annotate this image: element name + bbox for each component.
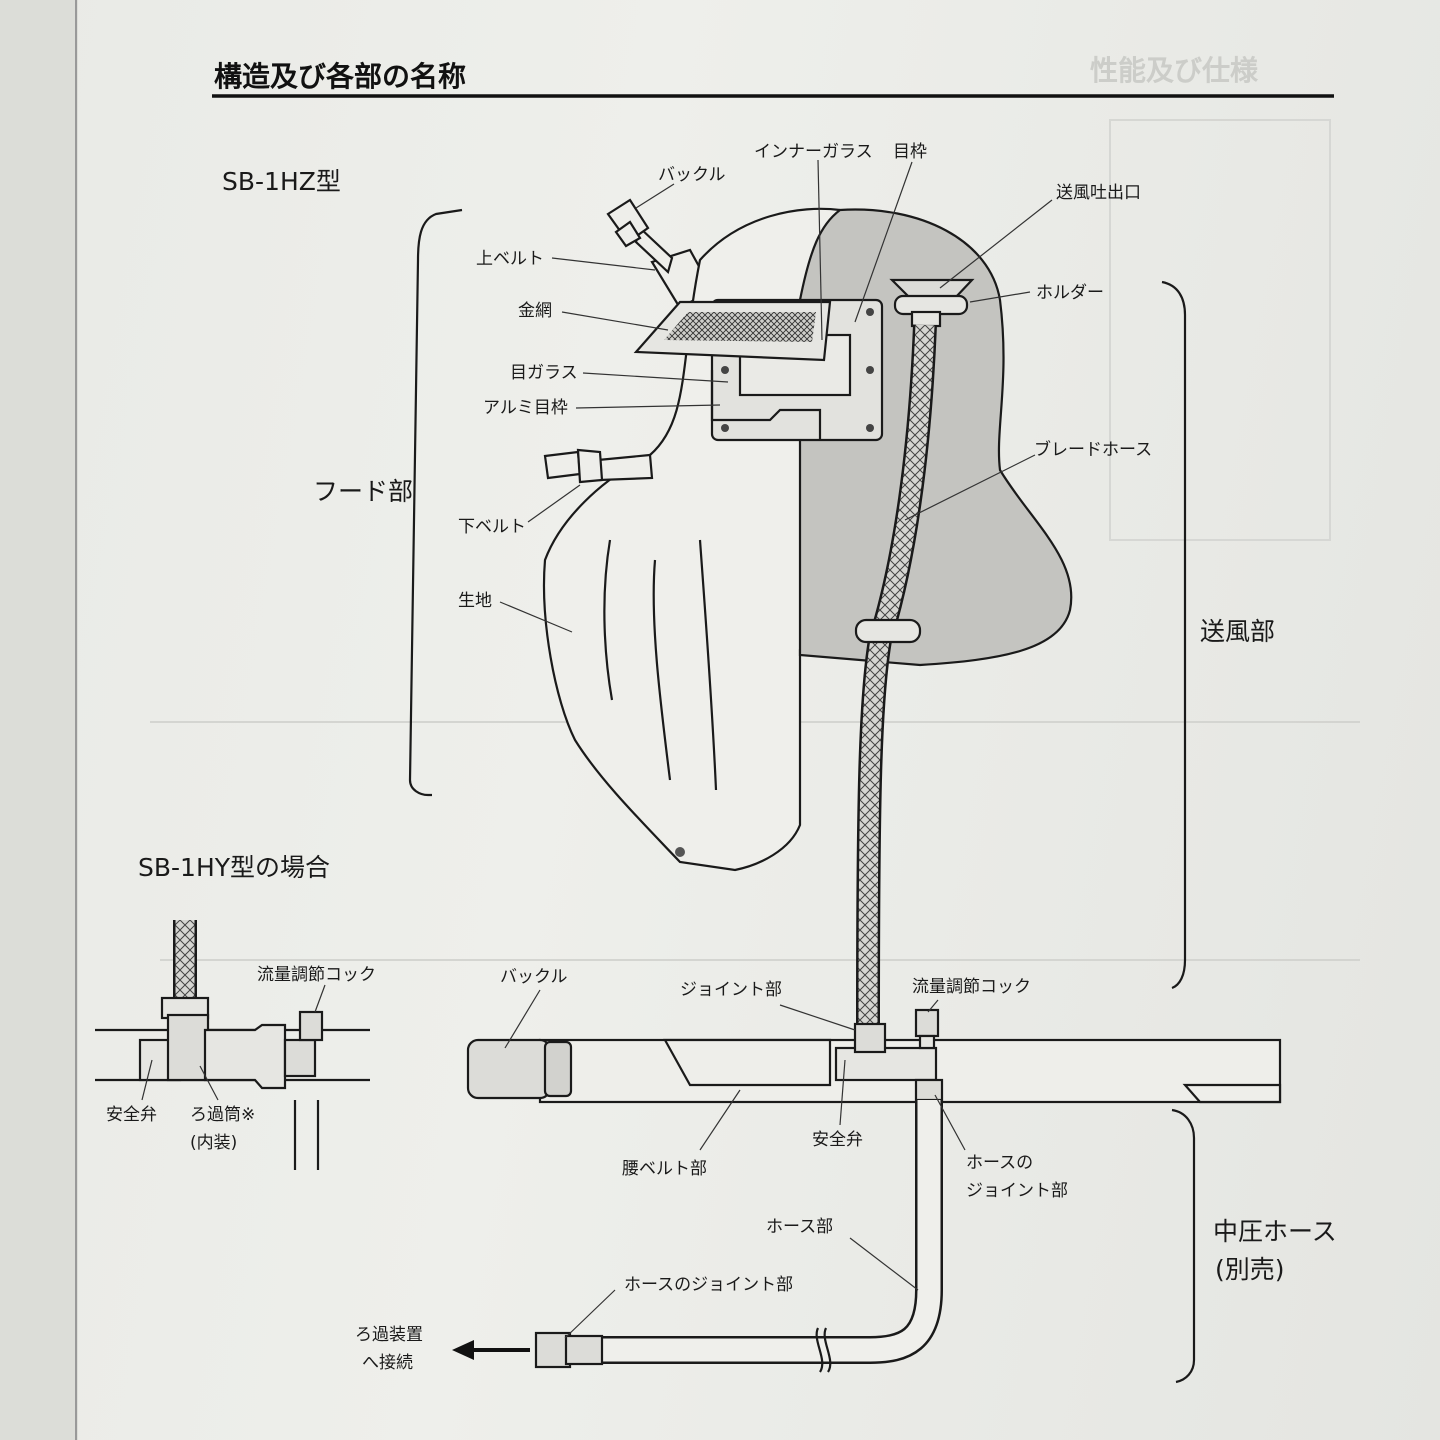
label-wire-mesh: 金網	[518, 301, 552, 321]
flow-cock-icon	[914, 1008, 940, 1038]
buckle-icon	[466, 1038, 552, 1100]
air-bracket	[1161, 280, 1187, 990]
label-buckle-bottom: バックル	[500, 967, 568, 987]
label-air-outlet: 送風吐出口	[1056, 183, 1141, 203]
label-air-supply-part: 送風部	[1200, 617, 1275, 646]
joint-fitting	[853, 1022, 887, 1054]
label-filter-connect-1: ろ過装置	[355, 1325, 423, 1345]
sub-model-title: SB-1HY型の場合	[138, 853, 330, 882]
ghost-heading: 性能及び仕様	[1090, 54, 1259, 87]
label-joint-part: ジョイント部	[680, 980, 782, 1000]
hood-bracket	[408, 208, 463, 797]
model-name: SB-1HZ型	[222, 167, 341, 196]
inset-label-built-in: (内装)	[190, 1133, 237, 1153]
label-eye-glass: 目ガラス	[510, 363, 578, 383]
label-filter-connect-2: へ接続	[362, 1353, 413, 1373]
label-braided-hose: ブレードホース	[1034, 439, 1152, 460]
hose-clip	[854, 618, 922, 644]
label-inner-glass: インナーガラス	[754, 142, 873, 162]
hood-illustration	[542, 198, 1073, 872]
label-mid-hose-2: (別売)	[1215, 1255, 1285, 1284]
label-hose-part: ホース部	[766, 1217, 833, 1237]
inset-label-safety-valve: 安全弁	[106, 1105, 157, 1125]
label-eye-frame: 目枠	[893, 142, 927, 162]
label-fabric: 生地	[458, 591, 492, 611]
label-safety-valve: 安全弁	[812, 1130, 863, 1150]
hy-inset	[95, 920, 370, 1170]
label-hood-part: フード部	[313, 477, 413, 506]
label-flow-cock: 流量調節コック	[912, 977, 1031, 997]
label-holder: ホルダー	[1036, 283, 1104, 303]
label-mid-hose-1: 中圧ホース	[1213, 1217, 1337, 1246]
label-hose-joint-1: ホースの	[966, 1153, 1033, 1173]
air-outlet	[889, 278, 975, 328]
inset-label-filter-tube: ろ過筒※	[190, 1105, 255, 1125]
label-hose-joint-full: ホースのジョイント部	[624, 1275, 793, 1295]
arrow-left-icon	[452, 1340, 474, 1360]
inset-label-flow-cock: 流量調節コック	[257, 965, 376, 985]
label-upper-belt: 上ベルト	[476, 249, 544, 269]
mid-hose-bracket	[1171, 1108, 1196, 1384]
page-binding	[0, 0, 78, 1440]
leader-lines	[141, 159, 1053, 1339]
hose	[560, 1100, 941, 1362]
label-waist-belt: 腰ベルト部	[622, 1159, 707, 1179]
label-hose-joint-2: ジョイント部	[966, 1181, 1068, 1201]
label-alu-frame: アルミ目枠	[483, 398, 568, 418]
label-lower-belt: 下ベルト	[458, 517, 526, 537]
page-title: 構造及び各部の名称	[214, 60, 466, 93]
wire-mesh	[664, 312, 816, 342]
waist-belt-assembly	[466, 1008, 1282, 1104]
label-buckle-top: バックル	[658, 165, 726, 185]
lower-buckle-icon	[543, 450, 582, 480]
inset-flow-cock-icon	[298, 1010, 324, 1042]
